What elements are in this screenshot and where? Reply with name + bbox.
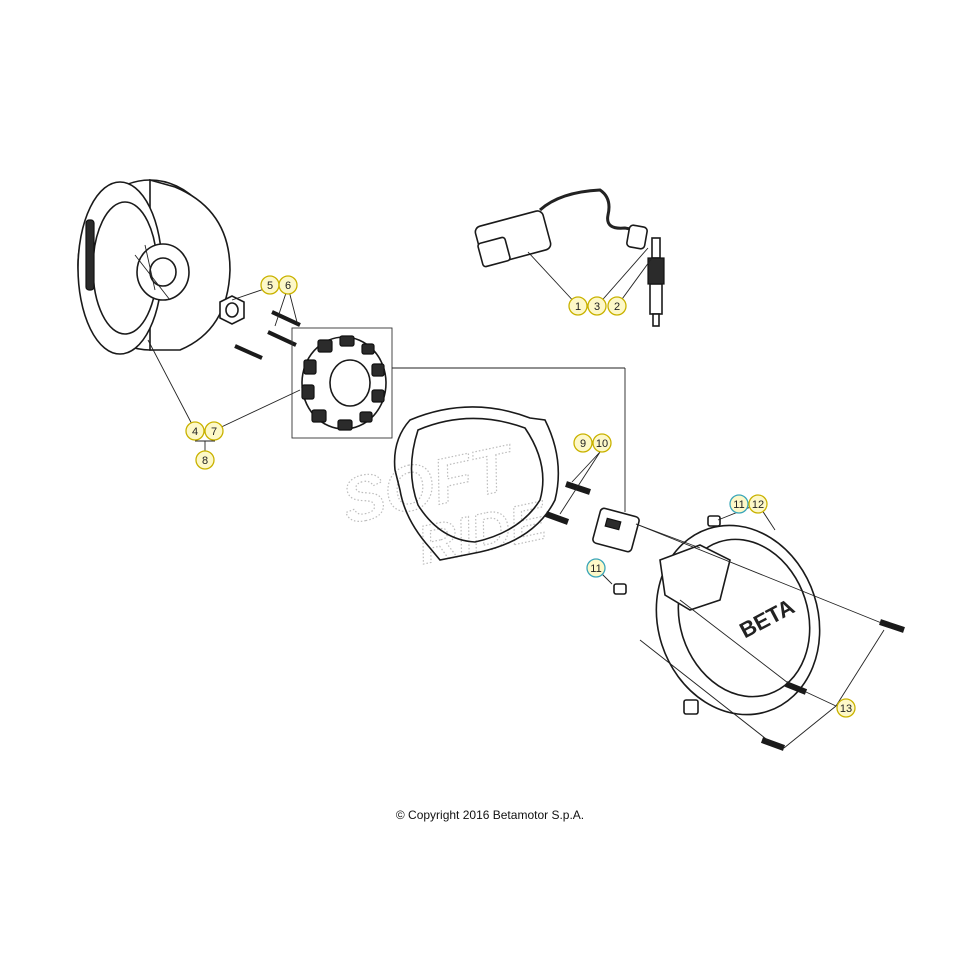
ignition-coil xyxy=(474,188,648,268)
callout-10[interactable]: 10 xyxy=(592,433,612,453)
pickup-sensor xyxy=(592,507,640,553)
generator-cover: BETA xyxy=(655,524,821,716)
watermark: SOFT RIDE xyxy=(335,430,554,576)
stator-highlight-box xyxy=(291,327,393,439)
callout-6[interactable]: 6 xyxy=(278,275,298,295)
svg-text:11: 11 xyxy=(590,563,601,575)
callout-8[interactable]: 8 xyxy=(195,450,215,470)
svg-text:10: 10 xyxy=(596,438,608,450)
svg-text:9: 9 xyxy=(580,438,586,450)
spark-plug xyxy=(647,237,665,327)
callout-5[interactable]: 5 xyxy=(260,275,280,295)
cover-gasket xyxy=(393,406,560,561)
svg-text:2: 2 xyxy=(614,301,620,313)
svg-text:12: 12 xyxy=(752,499,764,511)
svg-text:13: 13 xyxy=(840,703,852,715)
sensor-screws xyxy=(544,481,591,525)
callout-9[interactable]: 9 xyxy=(573,433,593,453)
callout-12[interactable]: 12 xyxy=(748,494,768,514)
callout-7[interactable]: 7 xyxy=(204,421,224,441)
svg-text:5: 5 xyxy=(267,280,273,292)
cover-screws xyxy=(760,619,905,751)
callout-1[interactable]: 1 xyxy=(568,296,588,316)
svg-text:8: 8 xyxy=(202,455,208,467)
svg-text:11: 11 xyxy=(733,499,744,511)
callout-2[interactable]: 2 xyxy=(607,296,627,316)
callout-3[interactable]: 3 xyxy=(587,296,607,316)
callout-11-top[interactable]: 11 xyxy=(729,494,749,514)
callout-13[interactable]: 13 xyxy=(836,698,856,718)
stator-screws xyxy=(234,310,301,360)
callout-4[interactable]: 4 xyxy=(185,421,205,441)
svg-text:1: 1 xyxy=(575,301,581,313)
copyright-text: © Copyright 2016 Betamotor S.p.A. xyxy=(395,808,585,822)
callout-11-bottom[interactable]: 11 xyxy=(586,558,606,578)
flywheel-nut xyxy=(219,295,245,325)
stator xyxy=(301,335,387,431)
leader-lines xyxy=(147,247,885,749)
flywheel-rotor xyxy=(77,178,231,355)
dowel-pins xyxy=(613,515,721,595)
part-callouts: 1 3 2 5 6 4 7 8 9 10 11 12 11 13 xyxy=(185,275,856,718)
svg-text:6: 6 xyxy=(285,280,291,292)
svg-text:4: 4 xyxy=(192,426,198,438)
svg-text:3: 3 xyxy=(594,301,600,313)
svg-text:7: 7 xyxy=(211,426,217,438)
